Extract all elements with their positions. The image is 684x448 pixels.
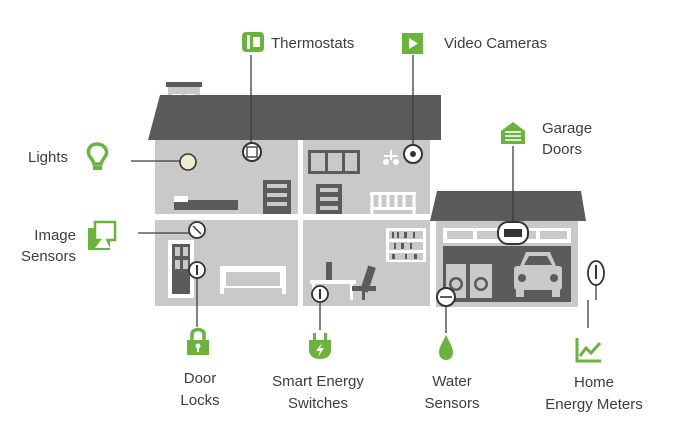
- video-cameras-label: Video Cameras: [444, 35, 548, 52]
- image-sensor-icon: [88, 220, 117, 250]
- sensor-markers: [179, 142, 605, 307]
- water-sensors-label-line2: Sensors: [424, 395, 480, 412]
- water-sensors-label-line1: Water: [432, 373, 472, 390]
- thermostat-marker: [242, 142, 262, 162]
- main-house: [148, 82, 441, 306]
- garage-doors-label-line2: Doors: [542, 141, 583, 158]
- door-locks-label-line2: Locks: [180, 392, 220, 409]
- garage-roof: [430, 191, 586, 221]
- smart-energy-switches-label-line1: Smart Energy: [272, 373, 364, 390]
- light-bulb-icon: [86, 142, 109, 170]
- home-energy-meters-label-line2: Energy Meters: [545, 396, 643, 413]
- garage-doors-label-line1: Garage: [542, 120, 593, 137]
- thermostats-label: Thermostats: [271, 35, 355, 52]
- living-room: [168, 240, 286, 298]
- light-marker: [179, 153, 197, 171]
- energy-graph-icon: [575, 338, 602, 363]
- image-sensors-label-line1: Image: [34, 227, 76, 244]
- lights-label: Lights: [28, 149, 69, 166]
- image-sensors-label-line2: Sensors: [20, 248, 76, 265]
- leader-lines: [131, 55, 597, 333]
- water-drop-icon: [439, 335, 453, 360]
- video-camera-icon: [402, 33, 423, 54]
- kids-room: [308, 150, 416, 214]
- garage: [430, 191, 586, 307]
- study: [310, 228, 426, 300]
- smart-energy-switches-label-line2: Switches: [287, 395, 349, 412]
- main-roof: [148, 95, 441, 140]
- home-energy-meters-label-line1: Home: [573, 374, 614, 391]
- garage-door-icon: [501, 122, 525, 144]
- bedroom: [174, 180, 291, 214]
- thermostat-icon: [242, 32, 264, 52]
- door-locks-label-line1: Door: [183, 370, 217, 387]
- padlock-icon: [187, 327, 209, 355]
- plug-icon: [309, 333, 331, 359]
